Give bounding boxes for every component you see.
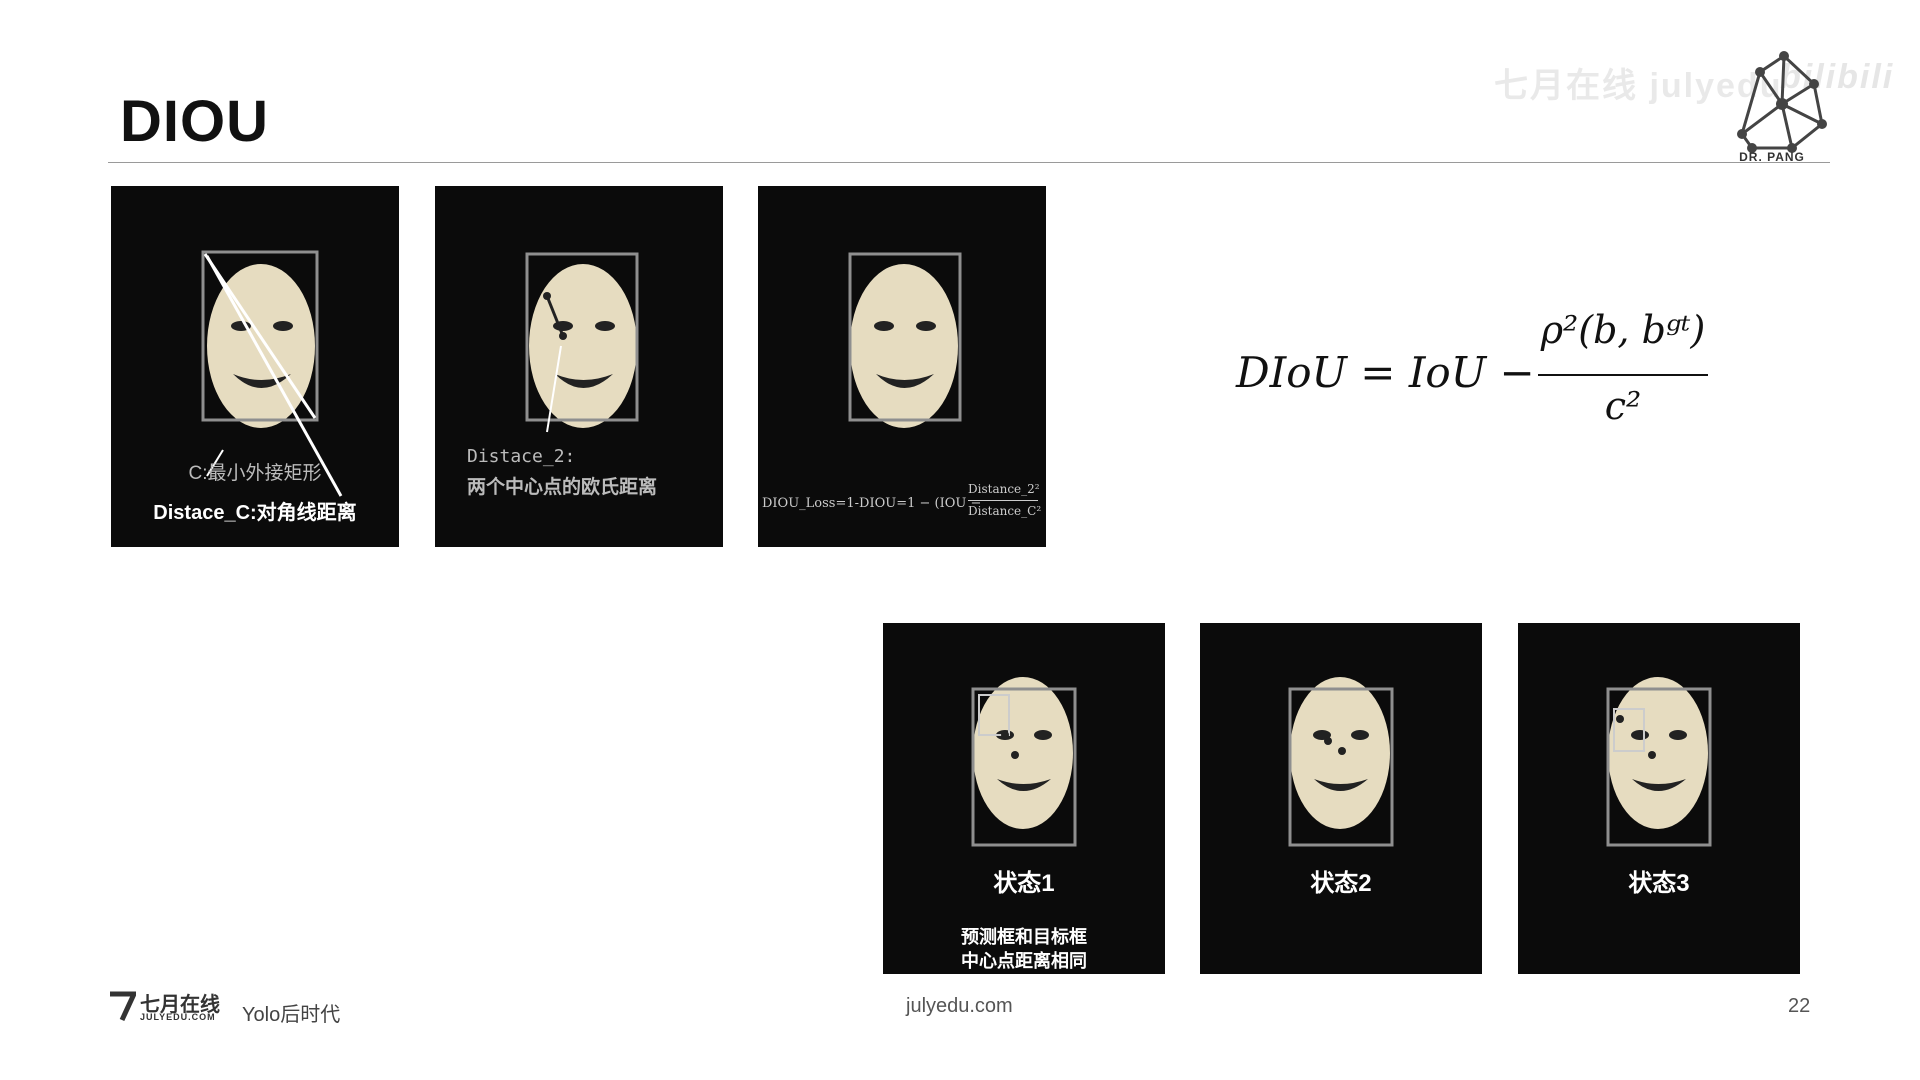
title-divider — [108, 162, 1830, 163]
face-illustration — [848, 252, 962, 428]
face-panel-diou-loss: DIOU_Loss=1-DIOU=1 − (IOU − Distance_2² … — [758, 186, 1046, 547]
state-1-note-line-1: 预测框和目标框 — [961, 927, 1087, 947]
page-title: DIOU — [120, 89, 269, 154]
face-illustration — [1288, 677, 1394, 847]
face-panel-center-distance: Distace_2: 两个中心点的欧氏距离 — [435, 186, 723, 547]
diou-formula: DIoU = IoU − ρ²(b, bᵍᵗ) c² — [1236, 300, 1716, 440]
caption-loss-bar — [968, 500, 1038, 501]
face-illustration — [1606, 677, 1712, 847]
caption-loss-numerator: Distance_2² — [968, 482, 1040, 496]
caption-diou-loss: DIOU_Loss=1-DIOU=1 − (IOU − — [762, 496, 982, 511]
face-panel-state-1: 状态1 预测框和目标框 中心点距离相同 — [883, 623, 1165, 974]
state-2-label: 状态2 — [1310, 870, 1372, 897]
caption-distance-2: Distace_2: — [467, 446, 576, 467]
formula-lhs: DIoU = IoU − — [1236, 348, 1535, 397]
page-number: 22 — [1788, 995, 1811, 1017]
logo-label: DR. PANG — [1739, 150, 1805, 164]
face-illustration — [525, 252, 639, 433]
formula-numerator: ρ²(b, bᵍᵗ) — [1540, 308, 1706, 352]
footer-brand-sub: JULYEDU.COM — [140, 1012, 216, 1022]
footer-website: julyedu.com — [906, 995, 1013, 1017]
face-illustration — [971, 677, 1077, 847]
formula-fraction-bar — [1538, 374, 1708, 376]
caption-min-box: C:最小外接矩形 — [188, 463, 322, 484]
face-panel-diagonal: C:最小外接矩形 Distace_C:对角线距离 — [111, 186, 399, 547]
dr-pang-logo-icon — [1737, 51, 1827, 153]
footer-brand: 七月在线 — [140, 994, 220, 1016]
face-panel-state-3: 状态3 — [1518, 623, 1800, 974]
watermark-bilibili: bilibili — [1780, 58, 1895, 96]
caption-diagonal: Distace_C:对角线距离 — [153, 502, 357, 524]
julyedu-logo-icon — [110, 991, 136, 1022]
state-3-label: 状态3 — [1628, 870, 1690, 897]
state-1-label: 状态1 — [993, 870, 1055, 897]
footer-course-title: Yolo后时代 — [242, 1004, 341, 1026]
formula-denominator: c² — [1604, 384, 1642, 428]
caption-loss-denominator: Distance_C² — [968, 504, 1042, 518]
state-1-note-line-2: 中心点距离相同 — [961, 951, 1087, 971]
caption-center-euclid: 两个中心点的欧氏距离 — [467, 477, 658, 498]
face-illustration — [201, 250, 343, 497]
face-panel-state-2: 状态2 — [1200, 623, 1482, 974]
